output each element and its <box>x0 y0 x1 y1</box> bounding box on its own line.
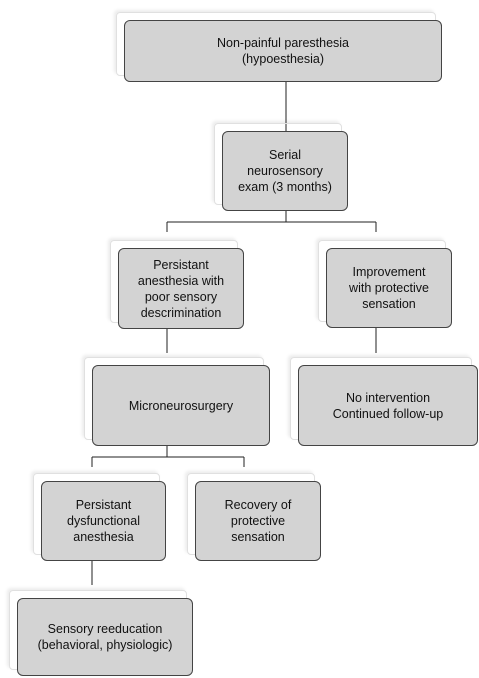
node-persistant-anesthesia: Persistant anesthesia with poor sensory … <box>110 240 244 329</box>
node-no-intervention: No intervention Continued follow-up <box>290 357 478 446</box>
node-recovery: Recovery of protective sensation <box>187 473 321 561</box>
node-label: Sensory reeducation (behavioral, physiol… <box>37 622 173 652</box>
node-label: Persistant dysfunctional anesthesia <box>67 498 140 544</box>
node-label: No intervention Continued follow-up <box>332 390 444 421</box>
node-label: Improvement with protective sensation <box>349 265 429 311</box>
node-persistant-dysfunctional: Persistant dysfunctional anesthesia <box>33 473 166 561</box>
node-improvement: Improvement with protective sensation <box>318 240 452 328</box>
node-hypoesthesia: Non-painful paresthesia (hypoesthesia) <box>116 12 442 82</box>
node-serial-exam: Serial neurosensory exam (3 months) <box>214 123 348 211</box>
node-label: Recovery of protective sensation <box>224 498 292 544</box>
node-label: Non-painful paresthesia (hypoesthesia) <box>216 36 350 66</box>
node-sensory-reeducation: Sensory reeducation (behavioral, physiol… <box>9 590 193 676</box>
node-label: Persistant anesthesia with poor sensory … <box>137 257 225 320</box>
node-microneurosurgery: Microneurosurgery <box>84 357 270 446</box>
node-label: Microneurosurgery <box>128 398 234 413</box>
node-label: Serial neurosensory exam (3 months) <box>238 148 332 194</box>
